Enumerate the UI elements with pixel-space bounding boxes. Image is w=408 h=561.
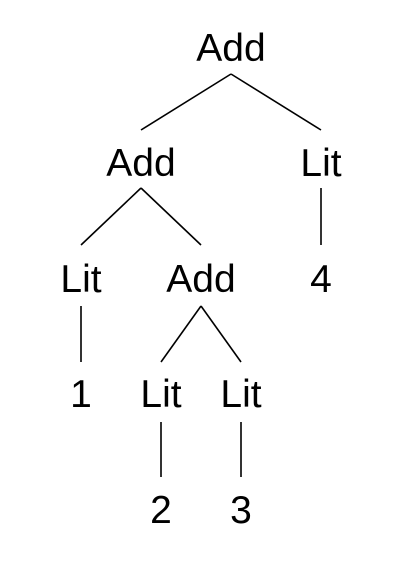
node-add-left: Add — [106, 142, 175, 185]
node-value-2: 2 — [150, 489, 172, 532]
node-add-inner: Add — [166, 258, 235, 301]
node-lit-3: Lit — [220, 373, 261, 416]
edge-add-inner-lit-3 — [200, 305, 242, 363]
node-value-1: 1 — [70, 373, 92, 416]
edge-add-left-add-inner — [140, 187, 202, 246]
node-value-3: 3 — [230, 489, 252, 532]
node-lit-1: Lit — [60, 258, 101, 301]
node-root: Add — [196, 27, 265, 70]
edge-root-lit-right — [230, 73, 322, 131]
node-lit-right: Lit — [300, 142, 341, 185]
tree-edges — [80, 73, 322, 477]
edge-add-inner-lit-2 — [160, 305, 202, 363]
tree-nodes: Add Add Lit Lit Add 4 1 Lit Lit 2 3 — [60, 27, 341, 532]
edge-root-add-left — [140, 73, 232, 131]
edge-add-left-lit-1 — [80, 187, 142, 246]
node-lit-2: Lit — [140, 373, 181, 416]
node-value-4: 4 — [310, 258, 332, 301]
